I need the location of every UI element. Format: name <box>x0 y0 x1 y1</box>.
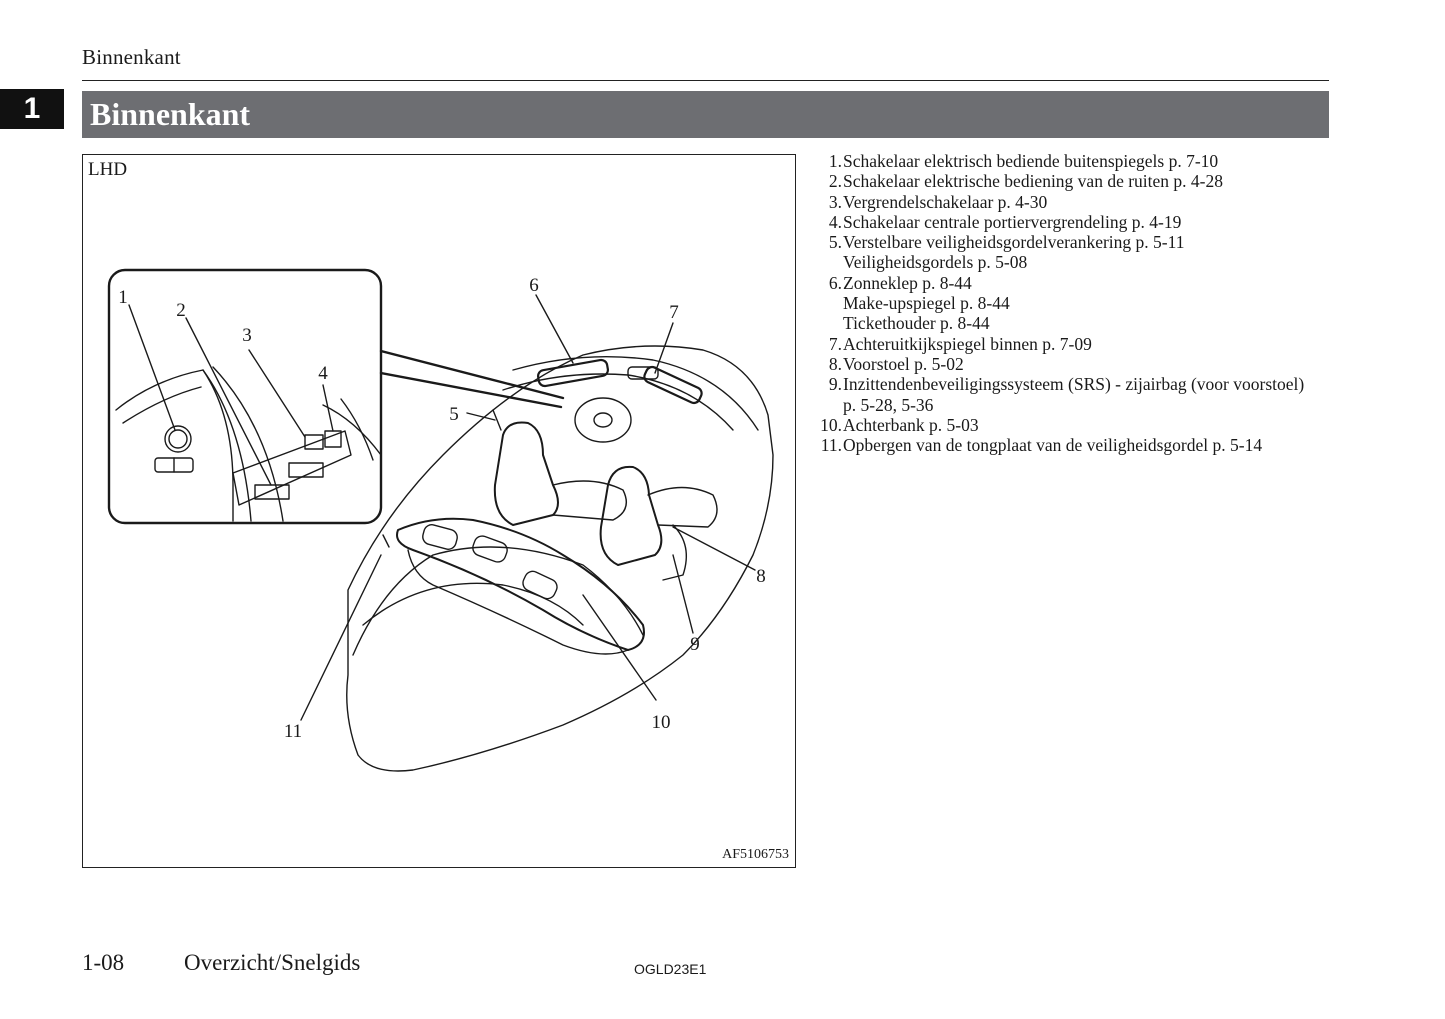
callout-1: 1 <box>118 287 128 308</box>
rear-view-mirror <box>627 366 659 380</box>
legend-item-text: Achterbank p. 5-03 <box>843 414 979 435</box>
callout-4: 4 <box>318 363 328 384</box>
legend-item: 3. Vergrendelschakelaar p. 4-30 <box>810 192 1330 212</box>
legend-item-number: 2. <box>828 171 842 192</box>
legend-item: 1. Schakelaar elektrisch bediende buiten… <box>810 151 1330 171</box>
legend-item-text: Achteruitkijkspiegel binnen p. 7-09 <box>843 333 1092 354</box>
legend-item-number: 8. <box>828 353 842 374</box>
legend-item: 2. Schakelaar elektrische bediening van … <box>810 171 1330 191</box>
callout-10: 10 <box>652 712 671 733</box>
document-code: OGLD23E1 <box>634 961 707 977</box>
front-seat-left <box>493 421 559 526</box>
mirror-switch <box>164 425 192 453</box>
car-body <box>346 345 774 772</box>
legend-item-number: 4. <box>828 211 842 232</box>
legend-item: 5. Verstelbare veiligheidsgordelveranker… <box>810 232 1330 273</box>
legend-item-number: 3. <box>828 191 842 212</box>
front-seat-right <box>599 465 663 566</box>
legend-list: 1. Schakelaar elektrisch bediende buiten… <box>810 151 1330 455</box>
legend-item-number: 6. <box>828 272 842 293</box>
legend-item-text: Inzittendenbeveiligingssysteem (SRS) - z… <box>843 374 1305 395</box>
legend-item-text: Schakelaar elektrische bediening van de … <box>843 171 1223 192</box>
callout-7: 7 <box>669 302 679 323</box>
legend-item: 7. Achteruitkijkspiegel binnen p. 7-09 <box>810 334 1330 354</box>
legend-item-text: Zonneklep p. 8-44 <box>843 272 972 293</box>
callout-3: 3 <box>242 325 252 346</box>
legend-item: 4. Schakelaar centrale portiervergrendel… <box>810 212 1330 232</box>
legend-item-number: 5. <box>828 232 842 253</box>
legend-item: 10. Achterbank p. 5-03 <box>810 415 1330 435</box>
legend-item: 9. Inzittendenbeveiligingssysteem (SRS) … <box>810 374 1330 415</box>
sun-visor-left <box>536 358 610 388</box>
car-interior-illustration: 1 2 3 4 5 6 7 8 9 10 11 <box>107 268 774 772</box>
legend-item-number: 11. <box>820 435 842 456</box>
legend-item-text: Voorstoel p. 5-02 <box>843 353 964 374</box>
chapter-tab: 1 <box>0 89 64 129</box>
rear-seat <box>396 517 645 651</box>
legend-item: 6. Zonneklep p. 8-44 Make-upspiegel p. 8… <box>810 273 1330 334</box>
header-rule <box>82 80 1329 81</box>
steering-wheel <box>574 397 632 443</box>
legend-item: 8. Voorstoel p. 5-02 <box>810 354 1330 374</box>
section-title: Binnenkant <box>82 91 1329 138</box>
legend-item-text: Schakelaar centrale portiervergrendeling… <box>843 211 1182 232</box>
legend-item-number: 7. <box>828 333 842 354</box>
figure-image-code: AF5106753 <box>722 847 789 862</box>
legend-item-text: Make-upspiegel p. 8-44 <box>843 293 1010 314</box>
legend-item-number: 1. <box>828 151 842 171</box>
figure-label: LHD <box>88 159 128 180</box>
legend-item: 11. Opbergen van de tongplaat van de vei… <box>810 435 1330 455</box>
legend-item-text: Schakelaar elektrisch bediende buitenspi… <box>843 151 1219 171</box>
legend-item-text: Verstelbare veiligheidsgordelverankering… <box>843 232 1185 253</box>
door-switch-inset <box>107 268 383 525</box>
interior-figure: 1 2 3 4 5 6 7 8 9 10 11 LHD AF5106753 <box>82 154 796 868</box>
sun-visor-right <box>643 365 703 405</box>
legend-item-text: Opbergen van de tongplaat van de veiligh… <box>843 435 1263 456</box>
running-header: Binnenkant <box>82 45 181 69</box>
callout-8: 8 <box>756 566 766 587</box>
legend-item-number: 10. <box>820 414 842 435</box>
legend-item-text: p. 5-28, 5-36 <box>843 394 934 415</box>
callout-2: 2 <box>176 300 186 321</box>
callout-11: 11 <box>284 721 302 742</box>
footer-chapter-title: Overzicht/Snelgids <box>184 950 361 975</box>
callout-labels: 1 2 3 4 5 6 7 8 9 10 11 <box>118 275 766 742</box>
callout-9: 9 <box>690 634 700 655</box>
page-number: 1-08 <box>82 950 125 975</box>
legend-item-text: Veiligheidsgordels p. 5-08 <box>843 252 1028 273</box>
legend-item-text: Tickethouder p. 8-44 <box>843 313 990 334</box>
legend-item-number: 9. <box>828 374 842 395</box>
callout-6: 6 <box>529 275 539 296</box>
legend-item-text: Vergrendelschakelaar p. 4-30 <box>843 191 1048 212</box>
callout-5: 5 <box>449 404 459 425</box>
